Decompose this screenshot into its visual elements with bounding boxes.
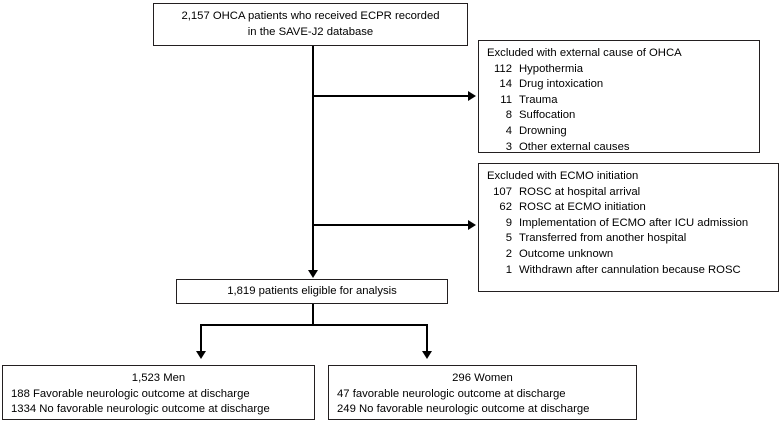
node-source-cohort: 2,157 OHCA patients who received ECPR re…	[153, 3, 468, 46]
connector-main-trunk	[312, 46, 314, 271]
item-label: Suffocation	[519, 109, 576, 122]
list-item: 3 Other external causes	[487, 140, 759, 156]
list-item: 9 Implementation of ECMO after ICU admis…	[487, 216, 778, 232]
connector-sex-split-bar	[200, 324, 428, 326]
item-count: 2	[505, 247, 512, 260]
item-label: Implementation of ECMO after ICU admissi…	[519, 216, 749, 229]
item-count: 14	[499, 78, 512, 91]
item-label: Outcome unknown	[519, 247, 614, 260]
node-excluded-ecmo-initiation: Excluded with ECMO initiation 107 ROSC a…	[478, 163, 779, 292]
excluded-external-heading: Excluded with external cause of OHCA	[487, 47, 682, 59]
item-count: 11	[500, 93, 512, 106]
source-line-1: 2,157 OHCA patients who received ECPR re…	[181, 9, 440, 22]
item-label: ROSC at ECMO initiation	[519, 201, 646, 214]
node-eligible-for-analysis: 1,819 patients eligible for analysis	[176, 279, 448, 304]
connector-to-women	[426, 324, 428, 352]
list-item: 11 Trauma	[487, 93, 759, 109]
item-label: Drug intoxication	[519, 78, 604, 91]
women-heading: 296 Women	[452, 372, 513, 384]
item-count: 5	[505, 232, 512, 245]
item-label: Withdrawn after cannulation because ROSC	[519, 263, 741, 276]
list-item: 5 Transferred from another hospital	[487, 231, 778, 247]
arrowhead-to-women	[422, 351, 432, 359]
item-label: Trauma	[519, 93, 558, 106]
item-count: 112	[493, 62, 512, 75]
men-unfavorable-line: 1334 No favorable neurologic outcome at …	[11, 403, 270, 416]
connector-eligible-drop	[312, 304, 314, 326]
women-unfavorable-line: 249 No favorable neurologic outcome at d…	[337, 403, 590, 416]
list-item: 14 Drug intoxication	[487, 77, 759, 93]
connector-to-excluded-external	[312, 95, 468, 97]
item-label: ROSC at hospital arrival	[519, 185, 641, 198]
node-men-outcomes: 1,523 Men 188 Favorable neurologic outco…	[2, 365, 315, 420]
list-item: 62 ROSC at ECMO initiation	[487, 200, 778, 216]
item-count: 3	[505, 140, 512, 153]
item-label: Hypothermia	[519, 62, 584, 75]
item-count: 62	[499, 201, 512, 214]
list-item: 2 Outcome unknown	[487, 247, 778, 263]
node-excluded-external-cause: Excluded with external cause of OHCA 112…	[478, 40, 760, 153]
item-count: 4	[505, 124, 512, 137]
connector-to-excluded-ecmo	[312, 224, 468, 226]
eligible-text: 1,819 patients eligible for analysis	[227, 284, 397, 297]
item-label: Drowning	[519, 124, 567, 137]
arrowhead-to-excluded-external	[468, 91, 476, 101]
item-label: Other external causes	[519, 140, 630, 153]
list-item: 8 Suffocation	[487, 108, 759, 124]
list-item: 4 Drowning	[487, 124, 759, 140]
men-favorable-line: 188 Favorable neurologic outcome at disc…	[11, 387, 250, 400]
list-item: 1 Withdrawn after cannulation because RO…	[487, 263, 778, 279]
arrowhead-to-eligible	[308, 270, 318, 278]
item-label: Transferred from another hospital	[519, 232, 687, 245]
list-item: 107 ROSC at hospital arrival	[487, 185, 778, 201]
item-count: 1	[505, 263, 512, 276]
connector-to-men	[200, 324, 202, 352]
men-heading: 1,523 Men	[131, 372, 186, 384]
excluded-ecmo-heading: Excluded with ECMO initiation	[487, 170, 639, 182]
arrowhead-to-men	[196, 351, 206, 359]
item-count: 8	[505, 109, 512, 122]
women-favorable-line: 47 favorable neurologic outcome at disch…	[337, 387, 566, 400]
item-count: 107	[493, 185, 512, 198]
node-women-outcomes: 296 Women 47 favorable neurologic outcom…	[328, 365, 637, 420]
list-item: 112 Hypothermia	[487, 62, 759, 78]
arrowhead-to-excluded-ecmo	[468, 220, 476, 230]
source-line-2: in the SAVE-J2 database	[247, 25, 374, 38]
item-count: 9	[505, 216, 512, 229]
